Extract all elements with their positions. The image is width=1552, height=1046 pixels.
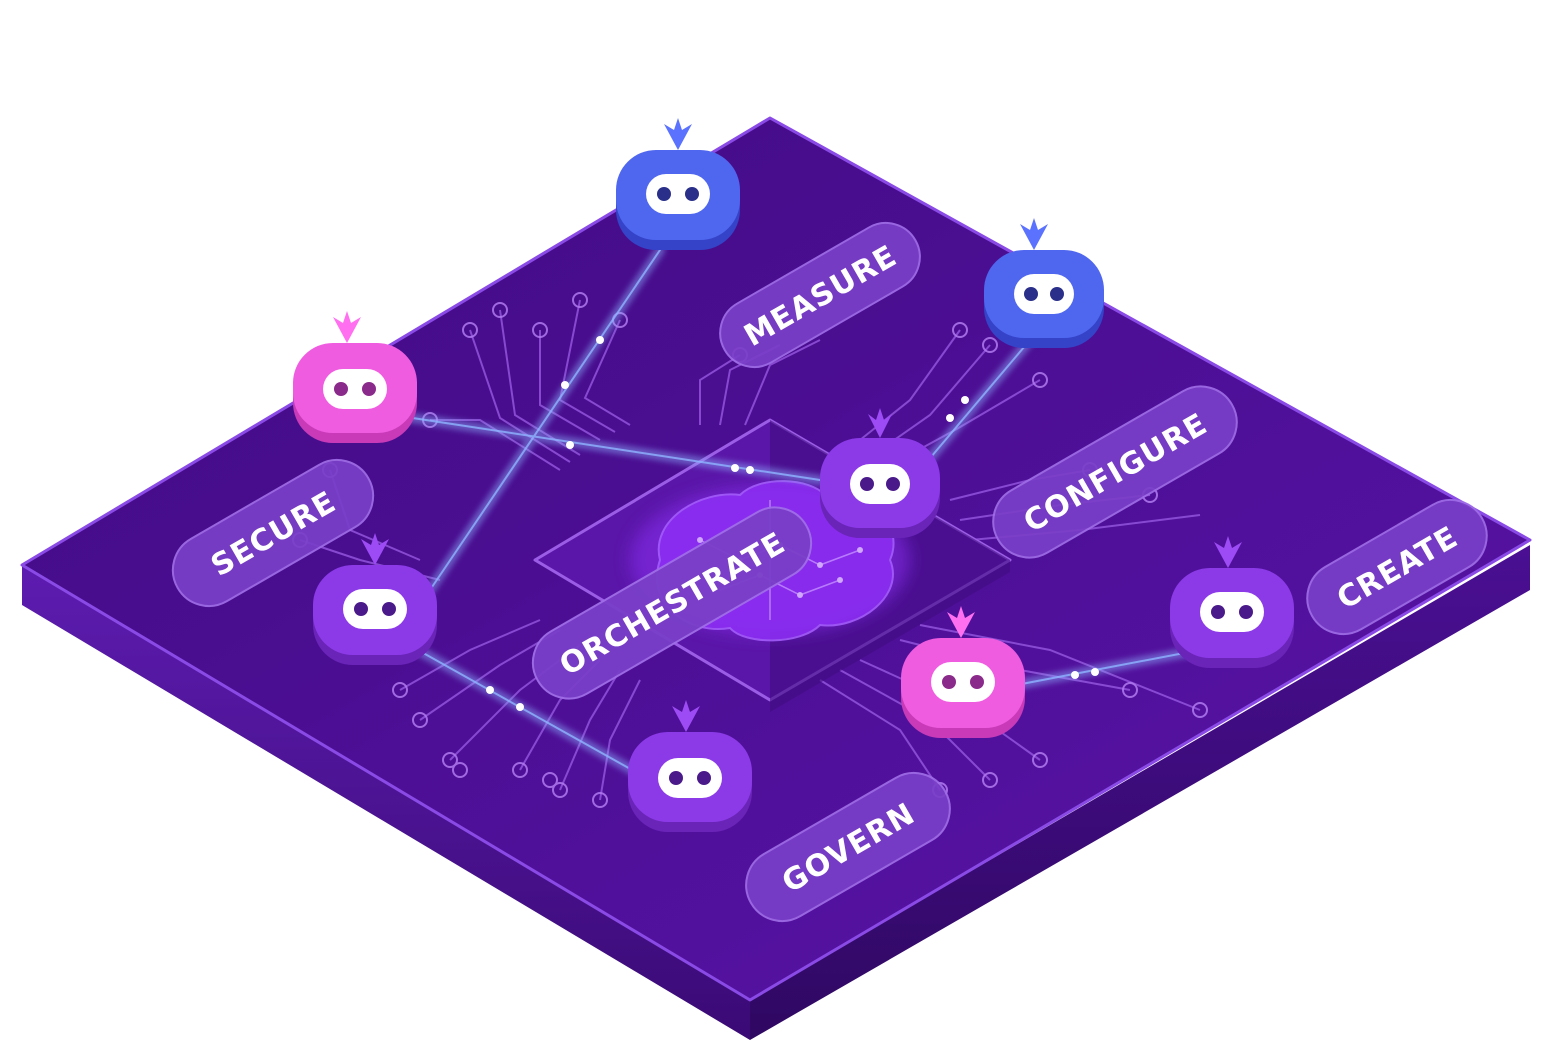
butterfly-antenna-icon xyxy=(868,408,892,438)
robot-top-blue xyxy=(616,118,740,250)
butterfly-antenna-icon xyxy=(361,533,389,565)
butterfly-antenna-icon xyxy=(1020,218,1048,250)
butterfly-antenna-icon xyxy=(333,311,361,343)
butterfly-antenna-icon xyxy=(1214,536,1242,568)
robot-head-icon xyxy=(293,311,417,443)
robot-right-pink xyxy=(901,606,1025,738)
robot-head-icon xyxy=(628,700,752,832)
robot-head-icon xyxy=(616,118,740,250)
butterfly-antenna-icon xyxy=(947,606,975,638)
robot-head-icon xyxy=(313,533,437,665)
board-side-right xyxy=(750,545,1530,1040)
robot-head-icon xyxy=(820,408,940,538)
robot-head-icon xyxy=(984,218,1104,348)
robot-left-purple xyxy=(313,533,437,665)
robot-topright-blue xyxy=(984,218,1104,348)
robot-bottom-purple xyxy=(628,700,752,832)
robot-head-icon xyxy=(901,606,1025,738)
robot-left-pink xyxy=(293,311,417,443)
robot-center-purple xyxy=(820,408,940,538)
butterfly-antenna-icon xyxy=(664,118,692,150)
connection-beams xyxy=(355,245,1205,785)
board-side-left xyxy=(22,565,750,1040)
robot-right-purple xyxy=(1170,536,1294,668)
robot-head-icon xyxy=(1170,536,1294,668)
butterfly-antenna-icon xyxy=(672,700,700,732)
